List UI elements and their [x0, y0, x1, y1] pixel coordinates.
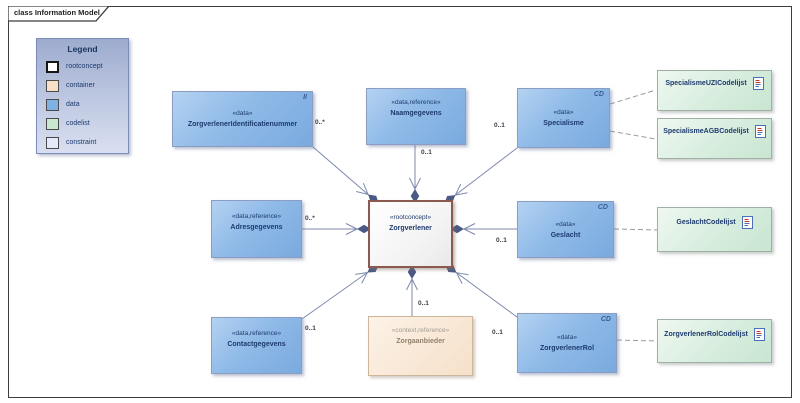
multiplicity-geslacht: 0..1 — [496, 237, 507, 244]
node-name: Adresgegevens — [230, 224, 283, 231]
document-icon — [752, 77, 764, 90]
data-swatch — [46, 98, 59, 111]
node-name: ZorgverlenerRol — [539, 345, 595, 352]
node-naamgegevens[interactable]: «data,reference» Naamgegevens — [366, 88, 466, 145]
document-icon — [753, 327, 765, 341]
multiplicity-adresgegevens: 0..* — [305, 215, 315, 222]
stereotype: «data,reference» — [391, 99, 441, 106]
node-zorgverlener-rol-codelijst[interactable]: ZorgverlenerRolCodelijst — [657, 319, 772, 363]
node-name: Geslacht — [550, 231, 581, 239]
node-specialisme-uzi-codelijst[interactable]: SpecialismeUZICodelijst — [657, 70, 772, 111]
node-adresgegevens[interactable]: «data,reference» Adresgegevens — [211, 200, 302, 258]
node-zorgaanbieder[interactable]: «context,reference» Zorgaanbieder — [368, 316, 473, 376]
stereotype: «rootconcept» — [389, 214, 432, 221]
node-name: Zorgaanbieder — [396, 338, 445, 345]
stereotype: «data» — [553, 109, 574, 116]
container-swatch — [46, 79, 59, 92]
constraint-swatch — [46, 136, 59, 149]
node-geslacht[interactable]: CD «data» Geslacht — [517, 201, 614, 258]
type-tag: CD — [600, 316, 611, 323]
legend-item-container: container — [46, 79, 128, 92]
node-zorgverlener-rol[interactable]: CD «data» ZorgverlenerRol — [517, 313, 617, 373]
legend: Legend rootconcept container data codeli… — [36, 38, 129, 154]
stereotype: «data» — [555, 220, 576, 228]
node-zorgverlener-identificatienummer[interactable]: II «data» ZorgverlenerIdentificatienumme… — [172, 91, 313, 147]
frame-tab — [8, 6, 110, 22]
multiplicity-naamgegevens: 0..1 — [421, 149, 432, 156]
node-name: ZorgverlenerRolCodelijst — [664, 330, 748, 338]
node-name: Specialisme — [543, 120, 584, 127]
codelist-swatch — [46, 117, 59, 130]
type-tag: CD — [597, 204, 608, 211]
legend-item-constraint: constraint — [46, 136, 128, 149]
node-name: Naamgegevens — [390, 110, 442, 117]
rootconcept-swatch — [46, 60, 59, 73]
multiplicity-zorgverlener-rol: 0..1 — [492, 329, 503, 336]
document-icon — [754, 125, 766, 138]
node-name: GeslachtCodelijst — [676, 219, 736, 226]
stereotype: «data» — [232, 110, 253, 117]
node-specialisme-agb-codelijst[interactable]: SpecialismeAGBCodelijst — [657, 118, 772, 159]
stereotype: «context,reference» — [391, 327, 450, 334]
multiplicity-specialisme: 0..1 — [494, 122, 505, 129]
type-tag: II — [303, 94, 307, 101]
legend-item-data: data — [46, 98, 128, 111]
document-icon — [741, 216, 753, 229]
multiplicity-identificatienummer: 0..* — [315, 119, 325, 126]
node-name: ZorgverlenerIdentificatienummer — [187, 121, 298, 128]
type-tag: CD — [593, 91, 604, 98]
multiplicity-contactgegevens: 0..1 — [305, 325, 316, 332]
node-name: Contactgegevens — [227, 341, 286, 348]
node-specialisme[interactable]: CD «data» Specialisme — [517, 88, 610, 148]
node-name: SpecialismeAGBCodelijst — [663, 128, 749, 135]
stereotype: «data» — [557, 334, 577, 341]
node-name: Zorgverlener — [389, 225, 432, 232]
legend-item-rootconcept: rootconcept — [46, 60, 128, 73]
node-name: SpecialismeUZICodelijst — [665, 80, 747, 87]
stereotype: «data,reference» — [231, 330, 282, 337]
legend-item-codelist: codelist — [46, 117, 128, 130]
frame-tab-label: class Information Model — [14, 8, 100, 17]
multiplicity-zorgaanbieder: 0..1 — [418, 300, 429, 307]
diagram-frame — [8, 6, 792, 398]
node-contactgegevens[interactable]: «data,reference» Contactgegevens — [211, 317, 302, 374]
node-geslacht-codelijst[interactable]: GeslachtCodelijst — [657, 207, 772, 252]
legend-title: Legend — [67, 44, 98, 54]
stereotype: «data,reference» — [231, 213, 282, 220]
node-zorgverlener[interactable]: «rootconcept» Zorgverlener — [368, 200, 453, 268]
